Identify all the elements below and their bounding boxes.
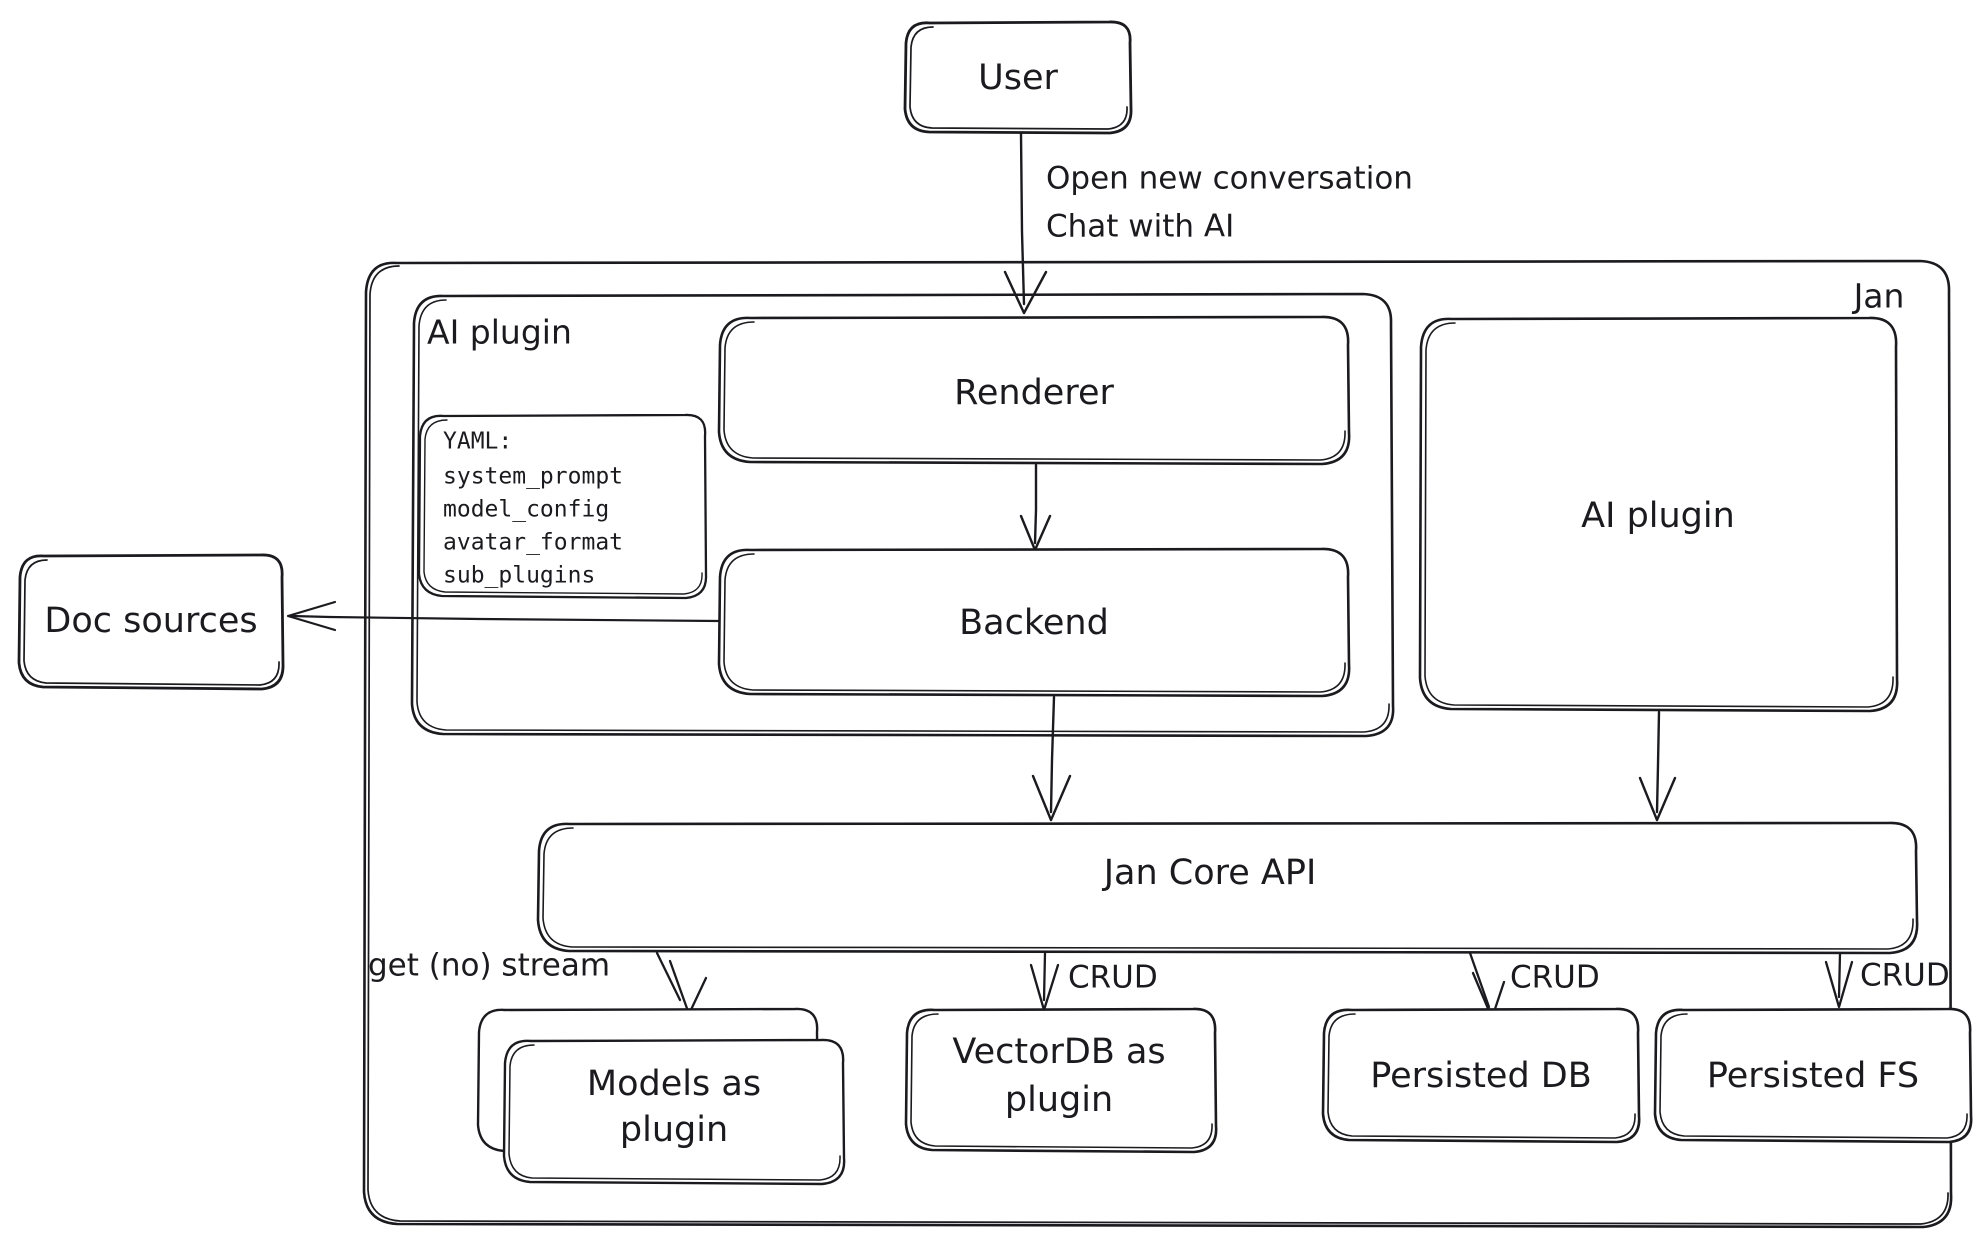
edge-user-to-renderer-label-line2: Chat with AI	[1046, 209, 1234, 245]
vectordb-as-plugin-label-line1: VectorDB as	[952, 1032, 1165, 1072]
jan-core-api-node[interactable]	[536, 821, 1919, 955]
edge-core-to-persisted-db-label: CRUD	[1510, 960, 1600, 996]
models-as-plugin-node[interactable]	[476, 1007, 846, 1186]
yaml-card-header: YAML:	[443, 429, 512, 455]
ai-plugin-node[interactable]	[1418, 316, 1899, 713]
ai-plugin-group-label: AI plugin	[427, 313, 572, 352]
edge-core-to-persisted-fs-label: CRUD	[1860, 958, 1950, 994]
edge-core-to-persisted-fs	[1824, 951, 1854, 1009]
edge-core-to-vectordb-label: CRUD	[1068, 960, 1158, 996]
jan-core-api-node-label: Jan Core API	[1102, 853, 1317, 893]
yaml-card-key-3: sub_plugins	[443, 563, 595, 589]
jan-container-label: Jan	[1852, 277, 1905, 316]
user-node-label: User	[978, 58, 1058, 98]
vectordb-as-plugin-label-line2: plugin	[1005, 1080, 1113, 1120]
models-as-plugin-label-line1: Models as	[587, 1064, 761, 1104]
edge-user-to-renderer	[1003, 132, 1048, 315]
persisted-fs-node-label: Persisted FS	[1707, 1056, 1919, 1096]
persisted-fs-node[interactable]	[1653, 1007, 1973, 1144]
edge-core-to-models-label: get (no) stream	[368, 948, 610, 984]
backend-node[interactable]	[717, 547, 1351, 698]
yaml-config-card	[417, 413, 708, 600]
yaml-card-key-1: model_config	[443, 497, 609, 523]
persisted-db-node[interactable]	[1321, 1007, 1641, 1144]
ai-plugin-node-label: AI plugin	[1581, 496, 1735, 536]
renderer-node[interactable]	[717, 315, 1351, 466]
edge-backend-to-doc-sources	[286, 600, 721, 632]
models-as-plugin-label-line2: plugin	[620, 1110, 728, 1150]
yaml-card-key-2: avatar_format	[443, 530, 623, 556]
doc-sources-node[interactable]	[17, 553, 285, 691]
edge-core-to-models	[655, 951, 708, 1016]
edge-user-to-renderer-label-line1: Open new conversation	[1046, 161, 1413, 197]
doc-sources-node-label: Doc sources	[44, 601, 257, 641]
backend-node-label: Backend	[959, 603, 1109, 643]
persisted-db-node-label: Persisted DB	[1370, 1056, 1592, 1096]
vectordb-as-plugin-node[interactable]	[904, 1007, 1218, 1154]
edge-backend-to-core	[1031, 695, 1072, 822]
renderer-node-label: Renderer	[954, 373, 1114, 413]
edge-ai-plugin-to-core	[1638, 710, 1677, 822]
edge-renderer-to-backend	[1019, 463, 1052, 552]
yaml-card-key-0: system_prompt	[443, 464, 623, 490]
user-node[interactable]	[903, 20, 1133, 135]
edge-core-to-vectordb	[1029, 951, 1060, 1012]
